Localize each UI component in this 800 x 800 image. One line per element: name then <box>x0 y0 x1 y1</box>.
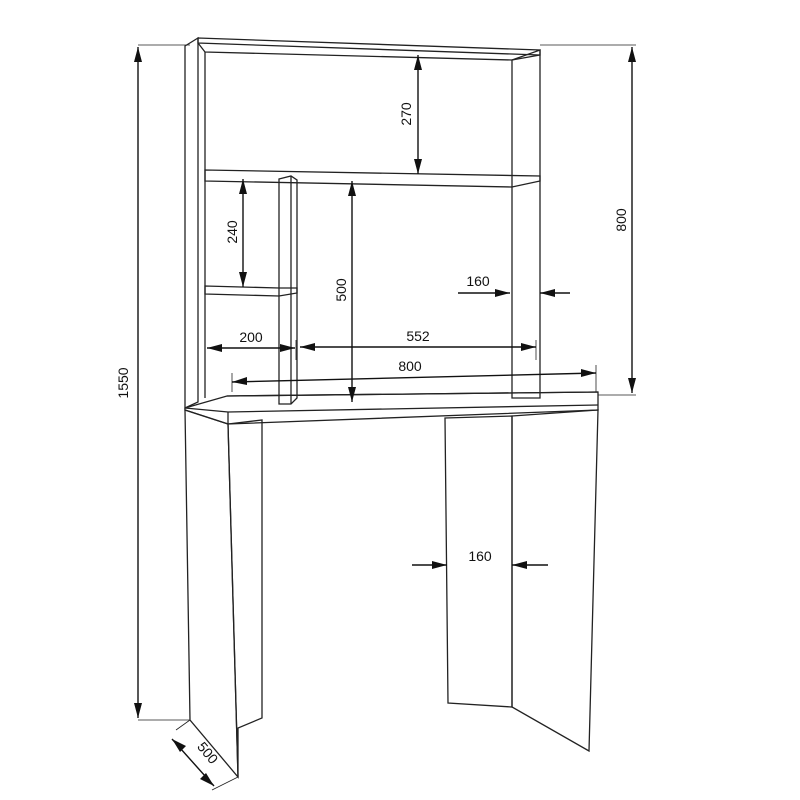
extension-lines <box>138 44 636 791</box>
left-leg-inner <box>227 419 263 778</box>
right-leg-outer <box>511 409 599 753</box>
hutch-left-panel <box>184 36 199 410</box>
label-small-shelf-height: 240 <box>224 220 240 244</box>
dim-small-shelf: 240 <box>224 179 247 287</box>
label-leg-width: 160 <box>468 548 492 564</box>
dim-hutch-width: 800 <box>231 358 597 385</box>
desk-top <box>184 391 599 425</box>
label-center-width: 552 <box>406 328 430 344</box>
label-depth: 500 <box>194 739 221 767</box>
dim-hutch-side: 160 <box>458 273 570 297</box>
dim-total-height: 1550 <box>115 47 142 718</box>
dim-side-width: 200 <box>207 329 295 352</box>
label-center-opening-height: 500 <box>333 278 349 302</box>
hutch <box>184 36 541 410</box>
small-shelf <box>204 285 298 297</box>
label-hutch-side-thickness: 160 <box>466 273 490 289</box>
dim-hutch-height: 800 <box>613 47 636 393</box>
dim-leg-width: 160 <box>412 548 548 569</box>
right-leg <box>444 409 599 753</box>
label-hutch-height: 800 <box>613 208 629 232</box>
hutch-top-inner <box>197 42 541 61</box>
upper-shelf <box>204 169 541 188</box>
dim-center-opening-height: 500 <box>333 181 356 402</box>
desk-top-right-edge <box>227 404 599 413</box>
label-hutch-width: 800 <box>398 358 422 374</box>
dim-depth: 500 <box>171 738 222 787</box>
desk-top-back-edge <box>226 391 599 397</box>
dim-center-width: 552 <box>300 328 536 351</box>
desk-top-surface <box>184 391 599 425</box>
left-leg-outer <box>184 409 239 779</box>
label-top-shelf-height: 270 <box>398 102 414 126</box>
left-leg <box>184 409 263 779</box>
desk-top-front-edge <box>184 407 229 413</box>
label-side-width: 200 <box>239 329 263 345</box>
hutch-right-panel <box>511 49 541 399</box>
hutch-top-panel <box>197 37 541 56</box>
label-total-height: 1550 <box>115 367 131 398</box>
dim-top-shelf: 270 <box>398 55 422 174</box>
vertical-divider <box>278 175 298 405</box>
